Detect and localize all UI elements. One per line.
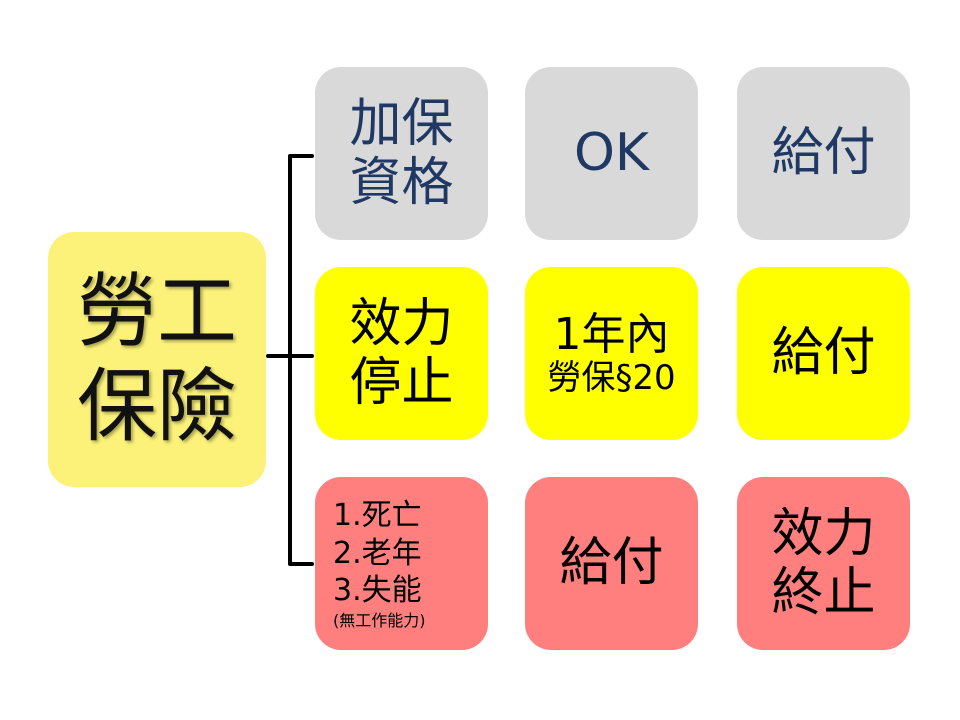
row1-status-box: OK [525, 67, 698, 240]
row3-condition-item-1: 1.死亡 [333, 498, 422, 534]
root-line-2: 保險 [77, 359, 237, 453]
row3-condition-item-3: 3.失能 [333, 573, 422, 609]
row3-condition-box: 1.死亡 2.老年 3.失能 (無工作能力) [315, 477, 488, 650]
row1-condition-line-1: 加保 [349, 94, 454, 155]
row2-condition-box: 效力 停止 [315, 267, 488, 440]
row3-result-box: 效力 終止 [737, 477, 910, 650]
row3-result-line-2: 終止 [771, 562, 876, 623]
bracket-line [266, 154, 314, 566]
row2-result-text: 給付 [771, 323, 876, 384]
row1-condition-line-2: 資格 [349, 152, 454, 213]
row1-result-text: 給付 [771, 123, 876, 184]
root-line-1: 勞工 [77, 265, 237, 359]
row3-condition-note: (無工作能力) [333, 610, 426, 630]
row2-status-line-1: 1年內 [553, 308, 670, 360]
row3-status-text: 給付 [559, 533, 664, 594]
row2-condition-line-2: 停止 [349, 352, 454, 413]
row1-result-box: 給付 [737, 67, 910, 240]
row2-status-line-2: 勞保§20 [547, 358, 676, 399]
row2-status-box: 1年內 勞保§20 [525, 267, 698, 440]
row1-condition-box: 加保 資格 [315, 67, 488, 240]
root-labor-insurance: 勞工 保險 [48, 232, 266, 487]
row2-result-box: 給付 [737, 267, 910, 440]
row2-condition-line-1: 效力 [349, 294, 454, 355]
row3-result-line-1: 效力 [771, 504, 876, 565]
row1-status-text: OK [573, 123, 650, 184]
row3-condition-item-2: 2.老年 [333, 535, 422, 571]
row3-status-box: 給付 [525, 477, 698, 650]
